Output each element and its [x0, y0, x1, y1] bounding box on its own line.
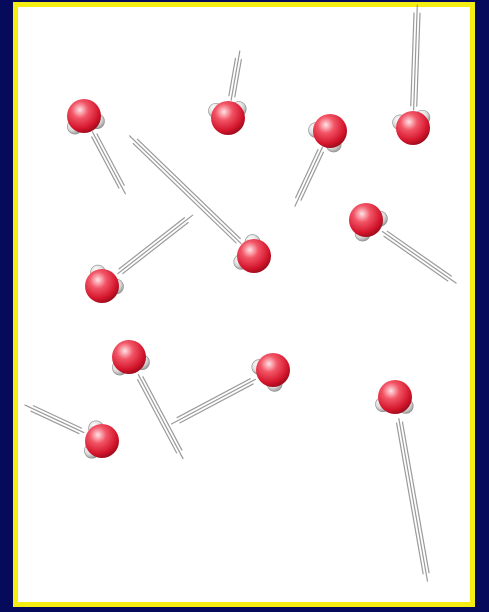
motion-trail	[397, 419, 429, 581]
oxygen-atom	[85, 424, 119, 458]
water-molecule-1	[67, 99, 125, 194]
oxygen-atom	[211, 101, 245, 135]
motion-trail	[130, 136, 241, 244]
water-molecule-2	[209, 51, 247, 135]
motion-trail	[92, 132, 126, 194]
oxygen-atom	[378, 380, 412, 414]
water-molecule-9	[171, 353, 290, 424]
oxygen-atom	[396, 111, 430, 145]
motion-trail	[171, 379, 255, 424]
water-molecule-3	[295, 114, 347, 206]
motion-trail	[382, 231, 456, 283]
motion-trail	[411, 5, 420, 110]
motion-trail	[118, 215, 193, 273]
oxygen-atom	[349, 203, 383, 237]
motion-trail	[295, 147, 323, 206]
oxygen-atom	[85, 269, 119, 303]
motion-trail	[229, 51, 242, 100]
motion-trail	[25, 405, 84, 433]
water-molecule-7	[85, 215, 193, 303]
water-molecule-8	[112, 340, 183, 459]
motion-trail	[138, 375, 183, 459]
water-molecule-11	[25, 405, 119, 458]
water-molecule-10	[376, 380, 430, 581]
oxygen-atom	[67, 99, 101, 133]
oxygen-atom	[313, 114, 347, 148]
oxygen-atom	[256, 353, 290, 387]
water-molecule-6	[349, 203, 456, 283]
oxygen-atom	[237, 239, 271, 273]
oxygen-atom	[112, 340, 146, 374]
water-molecule-4	[393, 5, 430, 145]
